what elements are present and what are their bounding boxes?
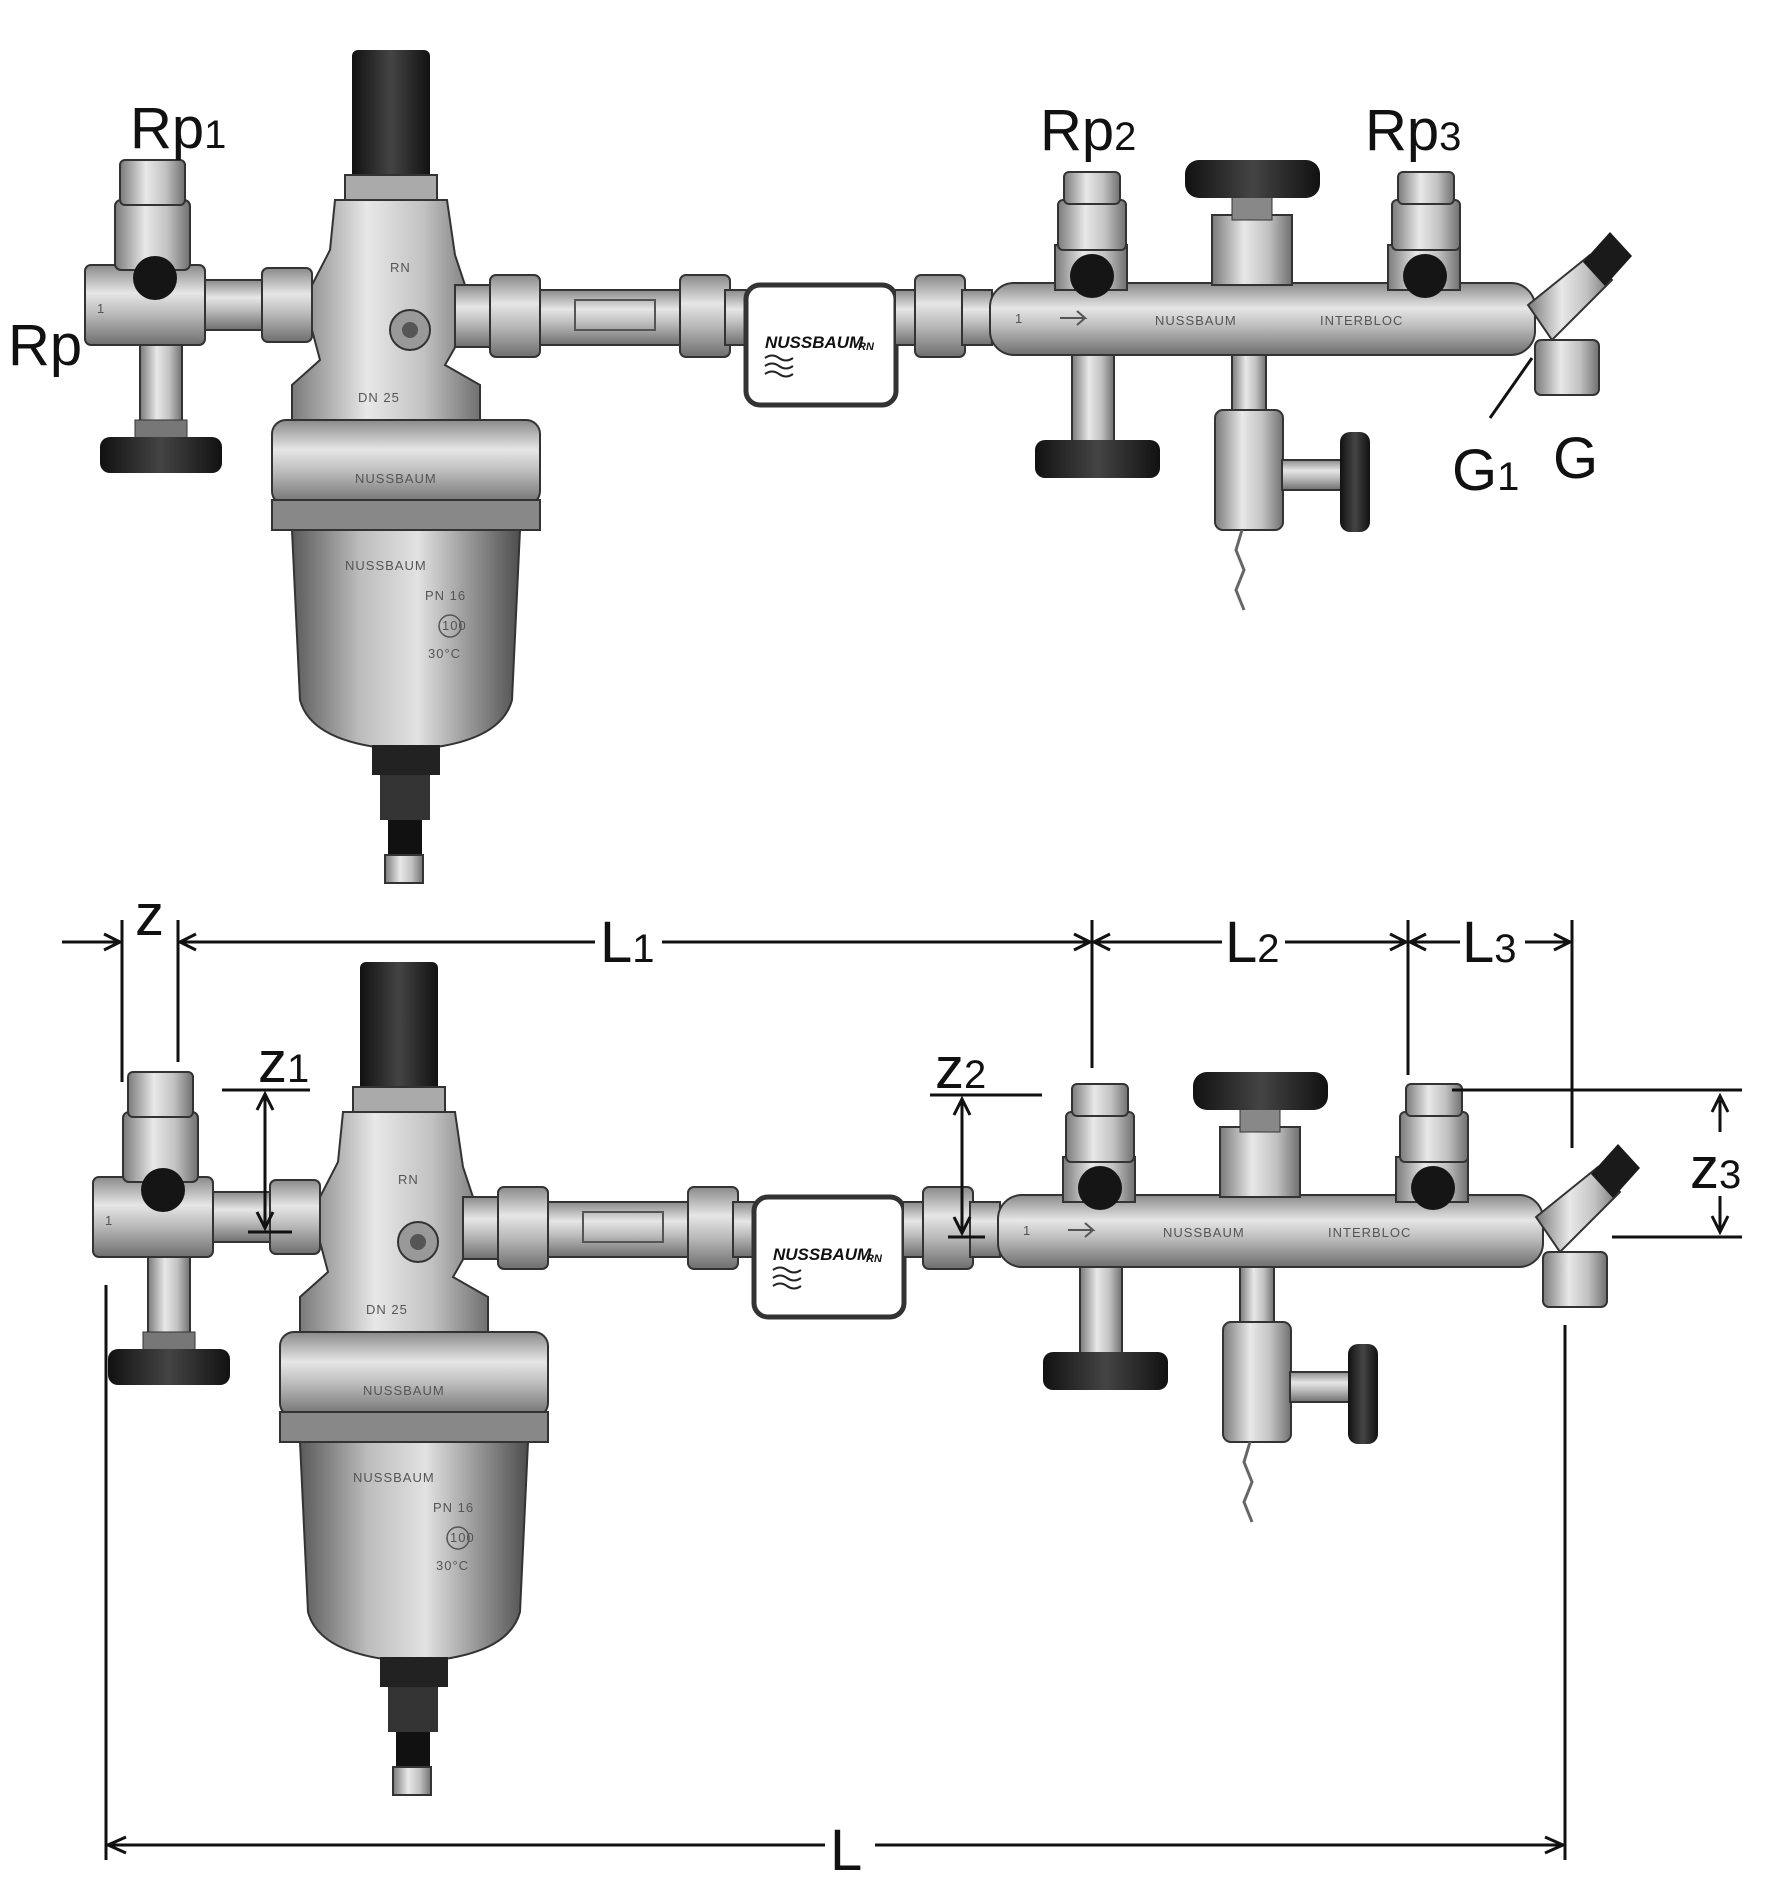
dim-z3: z3 (1690, 1136, 1741, 1201)
dimension-labels: z L1 L2 L3 z1 z2 z3 L (135, 883, 1741, 1878)
dim-z: z (135, 883, 164, 948)
label-rp: Rp (8, 313, 82, 378)
label-g: G (1553, 426, 1598, 491)
dim-z1: z1 (258, 1030, 309, 1095)
label-rp3: Rp3 (1365, 98, 1461, 163)
dimension-lines (62, 920, 1742, 1860)
label-g1: G1 (1452, 438, 1519, 503)
dim-l: L (830, 1818, 862, 1878)
top-assembly (85, 50, 1632, 883)
top-labels: Rp1 Rp Rp2 Rp3 G1 G (8, 96, 1598, 503)
label-rp1: Rp1 (130, 96, 226, 161)
label-rp2: Rp2 (1040, 98, 1136, 163)
bottom-assembly (93, 962, 1640, 1795)
g1-leader-line (1488, 357, 1534, 419)
dim-l2: L2 (1225, 910, 1280, 975)
dim-l3: L3 (1462, 910, 1517, 975)
dim-z2: z2 (935, 1036, 986, 1101)
dim-l1: L1 (600, 910, 655, 975)
